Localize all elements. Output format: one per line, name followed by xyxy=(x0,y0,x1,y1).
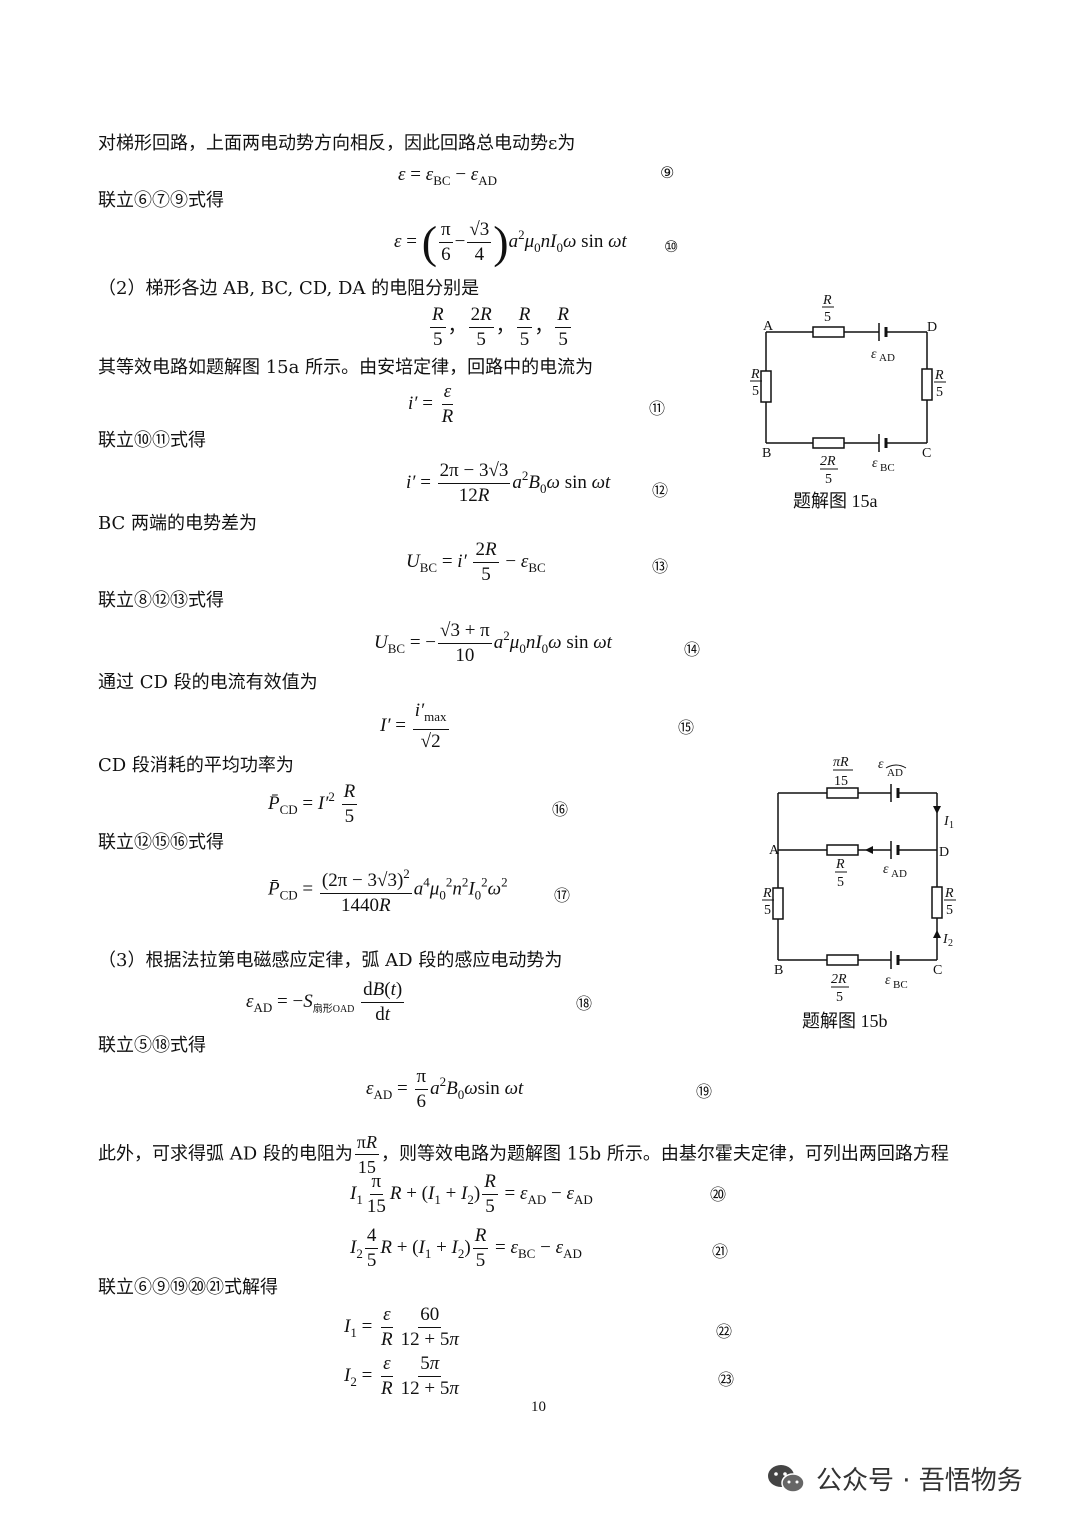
resistor-label: 5 xyxy=(836,990,843,1005)
watermark: 公众号 · 吾悟物务 xyxy=(766,1460,1023,1497)
text-line: 联立⑥⑦⑨式得 xyxy=(98,190,224,211)
emf-label: AD xyxy=(887,767,903,779)
emf-label: ε xyxy=(871,347,877,362)
resistor-label: R xyxy=(762,886,772,901)
emf-label: ε xyxy=(883,862,889,877)
text-fragment: ，则等效电路为题解图 15b 所示。由基尔霍夫定律，可列出两回路方程 xyxy=(380,1143,949,1165)
resistor-label: 5 xyxy=(825,472,832,487)
equation: εAD = −S扇形OAD dB(t)dt xyxy=(246,979,405,1025)
equation-number: ㉓ xyxy=(718,1370,735,1389)
resistor-label: 15 xyxy=(834,774,848,789)
resistor-label: R xyxy=(822,293,832,308)
page-number: 10 xyxy=(531,1399,546,1415)
resistor-label: 5 xyxy=(946,903,953,918)
emf-label: AD xyxy=(879,352,895,364)
node-label: A xyxy=(763,319,774,334)
node-label: D xyxy=(939,845,949,860)
resistor-label: πR xyxy=(833,755,849,770)
emf-label: ε xyxy=(885,973,891,988)
figure-caption: 题解图 15b xyxy=(802,1011,888,1031)
resistor-label: 2R xyxy=(831,972,847,987)
text-line: 通过 CD 段的电流有效值为 xyxy=(98,672,318,693)
resistor-label: 5 xyxy=(764,903,771,918)
watermark-label: 公众号 · 吾悟物务 xyxy=(816,1466,1023,1496)
equation-number: ⑲ xyxy=(696,1082,713,1101)
text-line: 联立⑥⑨⑲⑳㉑式解得 xyxy=(98,1277,278,1298)
text-line: 其等效电路如题解图 15a 所示。由安培定律，回路中的电流为 xyxy=(98,357,594,378)
circuit-diagram-15a: A D B C R 5 ε AD R 5 R 5 2R 5 ε BC 题解图 1… xyxy=(750,293,946,511)
emf-label: BC xyxy=(880,462,895,474)
text-line: 联立⑩⑪式得 xyxy=(98,430,206,451)
equation-number: ⑰ xyxy=(554,886,571,905)
equation-number: ⑯ xyxy=(552,800,569,819)
equation-number: ⑪ xyxy=(649,399,666,418)
text-line: CD 段消耗的平均功率为 xyxy=(98,755,294,776)
current-label: I xyxy=(943,814,950,829)
node-label: B xyxy=(762,446,771,461)
node-label: B xyxy=(774,963,783,978)
emf-label: BC xyxy=(893,979,908,991)
current-label: 1 xyxy=(949,820,954,831)
node-label: C xyxy=(933,963,942,978)
equation-number: ⑱ xyxy=(576,994,593,1013)
current-arrow-icon xyxy=(933,930,941,938)
equation: I′ = i′max√2 xyxy=(380,700,449,752)
figure-caption: 题解图 15a xyxy=(793,491,878,511)
resistor-label: 5 xyxy=(752,384,759,399)
text-fragment: 此外，可求得弧 AD 段的电阻为 xyxy=(98,1143,353,1165)
emf-label: ε xyxy=(872,456,878,471)
wechat-icon xyxy=(768,1464,805,1493)
current-label: I xyxy=(942,932,949,947)
resistor-label: 2R xyxy=(820,454,836,469)
equation-number: ⑮ xyxy=(678,718,695,737)
text-line: （3）根据法拉第电磁感应定律，弧 AD 段的感应电动势为 xyxy=(98,950,563,971)
resistor-label: R xyxy=(934,368,944,383)
emf-label: AD xyxy=(891,868,907,880)
equation-number: ⑨ xyxy=(660,163,675,182)
resistor-label: R xyxy=(835,857,845,872)
node-label: D xyxy=(927,320,937,335)
equation-number: ㉑ xyxy=(712,1242,729,1261)
equation-number: ⑬ xyxy=(652,557,669,576)
text-line: 联立⑧⑫⑬式得 xyxy=(98,590,224,611)
current-arrow-icon xyxy=(933,806,941,814)
equation-number: ⑩ xyxy=(664,237,679,256)
emf-label: ε xyxy=(878,757,884,772)
resistor-label: R xyxy=(750,367,760,382)
text-line: 联立⑫⑮⑯式得 xyxy=(98,832,224,853)
text-line: 对梯形回路，上面两电动势方向相反，因此回路总电动势ε为 xyxy=(98,133,576,154)
current-arrow-icon xyxy=(865,846,873,854)
node-label: C xyxy=(922,446,931,461)
resistor-label: 5 xyxy=(824,310,831,325)
equation-number: ㉒ xyxy=(716,1322,733,1341)
circuit-diagram-15b: A D B C πR 15 ε AD I 1 R 5 ε AD R 5 R 5 … xyxy=(762,755,956,1031)
resistor-label: R xyxy=(944,886,954,901)
text-line: 联立⑤⑱式得 xyxy=(98,1035,206,1056)
node-label: A xyxy=(769,843,780,858)
equation: ε = εBC − εAD xyxy=(398,164,498,188)
text-line: BC 两端的电势差为 xyxy=(98,513,258,534)
resistor-label: 5 xyxy=(837,875,844,890)
equation-number: ⑭ xyxy=(684,640,701,659)
equation-number: ⑳ xyxy=(710,1185,727,1204)
current-label: 2 xyxy=(948,938,953,949)
equation-number: ⑫ xyxy=(652,481,669,500)
text-line: （2）梯形各边 AB, BC, CD, DA 的电阻分别是 xyxy=(98,278,480,299)
resistor-label: 5 xyxy=(936,385,943,400)
